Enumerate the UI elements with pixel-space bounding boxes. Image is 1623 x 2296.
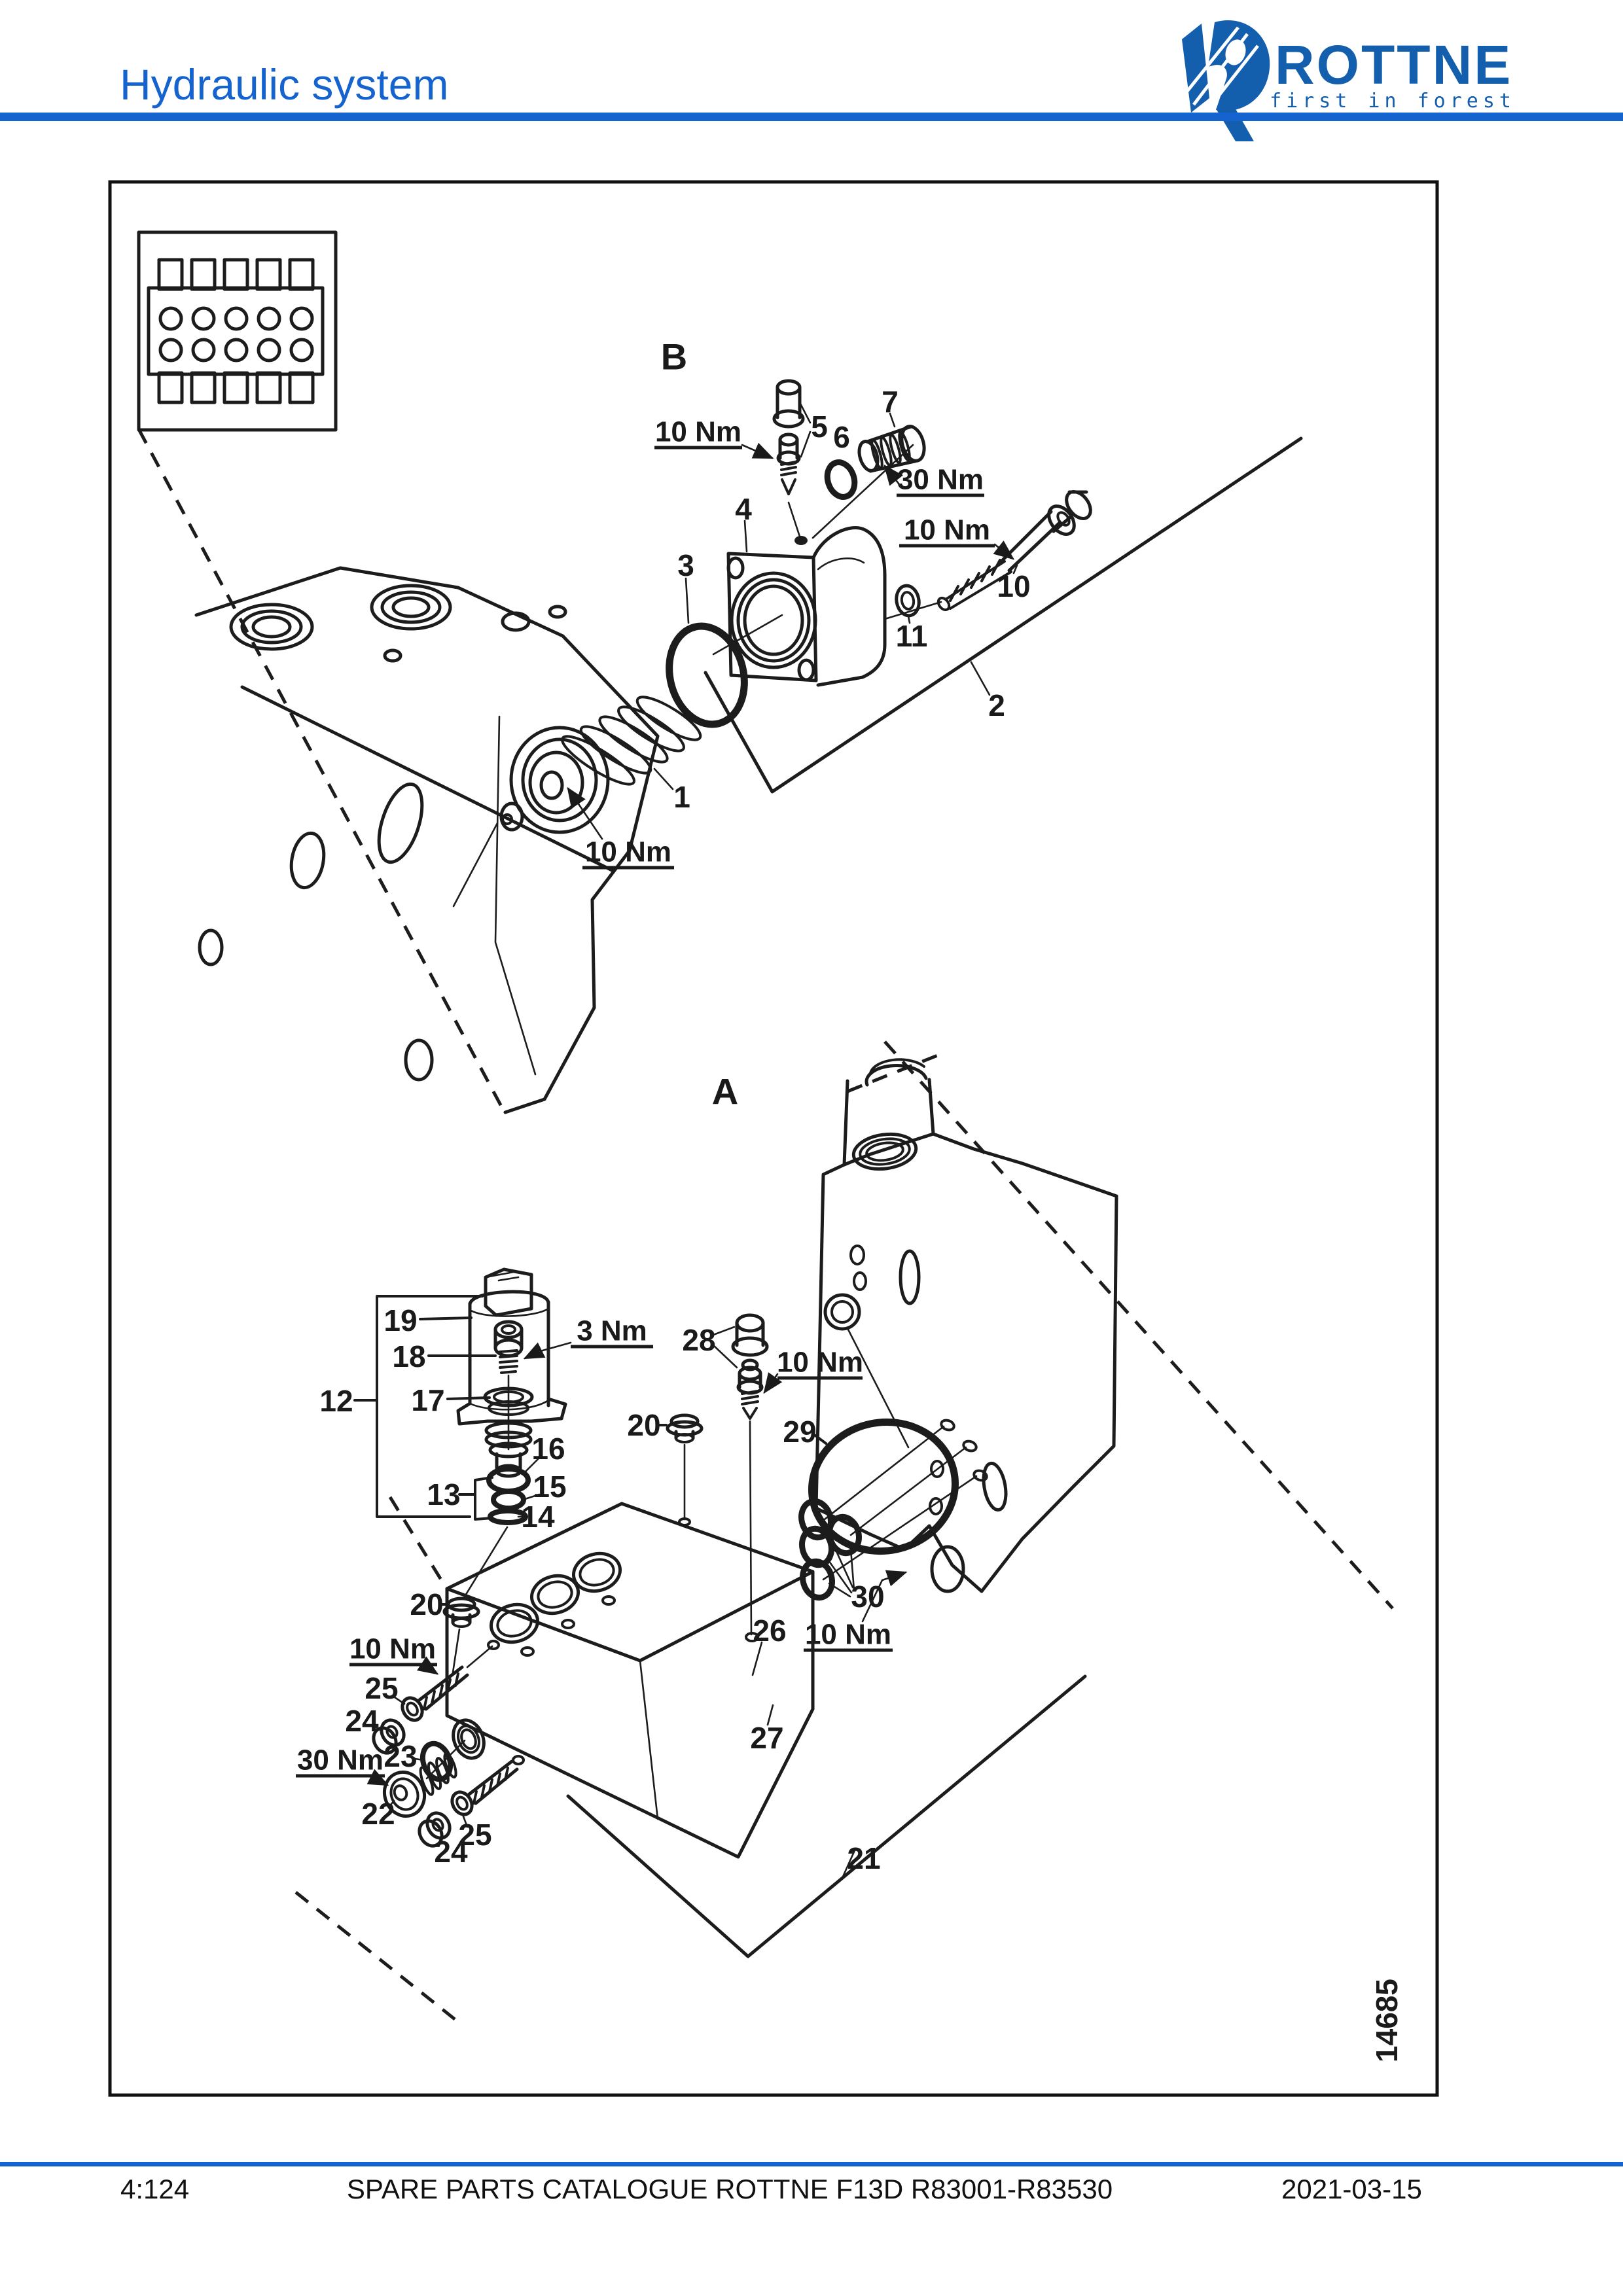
construction-dashes-a [294, 1496, 459, 2023]
part-label-27: 27 [750, 1721, 783, 1755]
torque-label: 30 Nm [897, 464, 984, 496]
part-label-29: 29 [783, 1415, 816, 1449]
footer-rule [0, 2162, 1623, 2166]
part-6-oring [824, 459, 858, 500]
part-18-screw [493, 1320, 524, 1451]
part-10-bolt [936, 490, 1092, 612]
part-label-25: 25 [458, 1818, 491, 1852]
valve-block-schematic-icon [137, 230, 338, 432]
part-24-25-bolt-lower [418, 1755, 525, 1848]
part-label-23: 23 [383, 1739, 417, 1773]
part-label-25: 25 [365, 1671, 398, 1705]
part-16-oring [486, 1466, 531, 1494]
part-20-seal-left [442, 1597, 480, 1674]
part-11-washer [895, 584, 921, 618]
callout-29: 29 [783, 1327, 910, 1449]
torque-label: 10 Nm [805, 1619, 891, 1651]
torque-label: 10 Nm [349, 1633, 436, 1665]
part-label-24: 24 [345, 1704, 379, 1738]
callouts-26-27: 26 27 [750, 1614, 786, 1755]
callouts-solenoid: 19 18 12 17 3 Nm 13 16 15 14 20 [319, 1295, 653, 1621]
part-label-26: 26 [753, 1614, 786, 1648]
figure-number: 14685 [1370, 1979, 1404, 2062]
part-label-28: 28 [682, 1323, 715, 1357]
part-label-4: 4 [735, 492, 752, 526]
callouts-plug: 30 Nm 23 22 [296, 1739, 425, 1831]
torque-label: 3 Nm [577, 1315, 647, 1347]
callout-20-right: 20 [627, 1408, 668, 1442]
torque-label: 10 Nm [585, 836, 671, 868]
section-label-a: A [712, 1071, 738, 1112]
part-label-15: 15 [533, 1470, 566, 1504]
part-5-nipple [772, 379, 805, 495]
solenoid-axis-line [463, 1526, 508, 1598]
part-26-manifold [445, 1502, 815, 1859]
part-label-5: 5 [811, 410, 828, 444]
part-label-6: 6 [833, 420, 850, 454]
callouts-b: 10 Nm 5 6 7 30 Nm 4 10 Nm 10 3 11 2 1 10… [567, 385, 1031, 870]
part-label-3: 3 [677, 548, 694, 582]
brand-tagline: first in forest [1270, 90, 1516, 113]
footer-center-text: SPARE PARTS CATALOGUE ROTTNE F13D R83001… [347, 2174, 1113, 2204]
brand-wordmark: ROTTNE [1275, 34, 1512, 96]
part-27-valve-body [814, 1040, 1394, 1610]
part-23-oring [419, 1740, 454, 1782]
part-20-seal-right [666, 1413, 704, 1527]
part-label-21: 21 [847, 1841, 880, 1875]
footer-date: 2021-03-15 [1281, 2174, 1422, 2204]
part-3-oring [666, 622, 748, 728]
section-label-b: B [661, 336, 687, 378]
part-24-25-bolt-upper [372, 1640, 500, 1755]
part-15-oring [491, 1489, 526, 1511]
page-title: Hydraulic system [120, 60, 448, 109]
part-1-cartridge [499, 696, 702, 834]
part-label-22: 22 [361, 1797, 395, 1831]
part-label-20: 20 [627, 1408, 660, 1442]
part-21-bracket: 21 [566, 1674, 1087, 1958]
part-4-end-cover [712, 552, 818, 682]
rottne-logo: ROTTNE first in forest [1182, 20, 1516, 141]
callout-30: 30 10 Nm [804, 1530, 908, 1652]
part-28-nipple [731, 1313, 769, 1642]
part-label-18: 18 [392, 1339, 425, 1373]
torque-label: 10 Nm [655, 416, 741, 448]
callout-28: 28 10 Nm [682, 1323, 863, 1394]
torque-label: 10 Nm [904, 514, 990, 546]
callouts-bolt-upper: 10 Nm 25 24 [345, 1633, 439, 1738]
part-label-11: 11 [896, 619, 928, 653]
torque-label: 30 Nm [297, 1744, 383, 1776]
footer-page-number: 4:124 [120, 2174, 189, 2204]
part-label-19: 19 [383, 1303, 417, 1337]
part-label-10: 10 [997, 569, 1030, 603]
rottne-logo-icon [1182, 20, 1270, 141]
header-rule [0, 113, 1623, 121]
part-30-orings [798, 1498, 862, 1601]
part-label-20: 20 [410, 1587, 443, 1621]
part-label-12: 12 [319, 1384, 353, 1418]
figure-frame [108, 180, 1439, 2097]
part-2-housing-dome [787, 501, 942, 687]
part-label-13: 13 [427, 1477, 460, 1511]
part-label-1: 1 [673, 780, 690, 814]
part-label-2: 2 [988, 688, 1005, 722]
part-19-solenoid [456, 1267, 567, 1426]
part-valve-housing-b [137, 428, 660, 1115]
part-2-bracket [704, 436, 1303, 794]
part-label-17: 17 [411, 1383, 444, 1417]
part-label-24: 24 [434, 1835, 468, 1869]
callouts-bolt-lower: 25 24 [434, 1815, 492, 1869]
